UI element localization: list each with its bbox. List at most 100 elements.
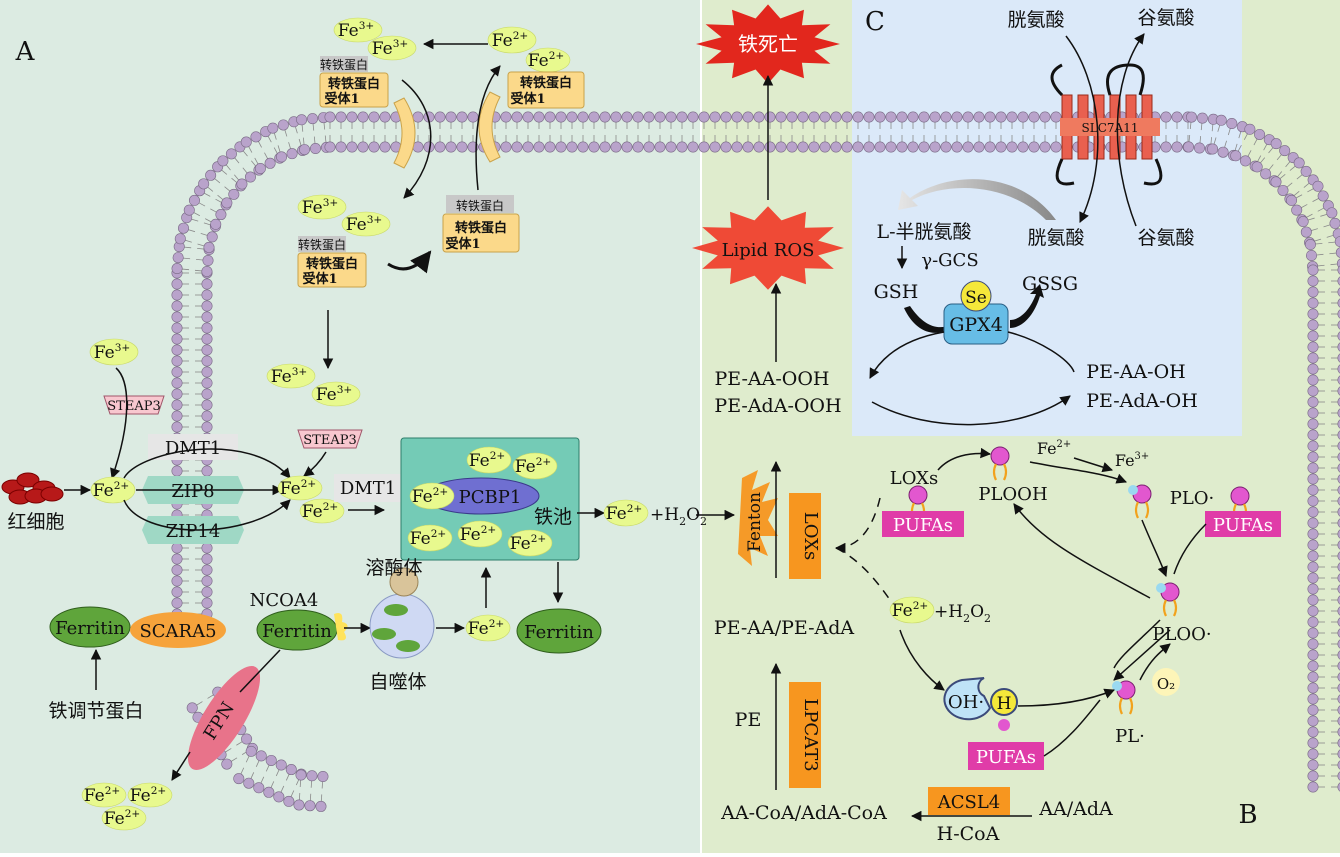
glutamate-label-bottom: 谷氨酸 bbox=[1137, 227, 1194, 249]
iron-ion: Fe2+ bbox=[277, 475, 323, 501]
label: Ferritin bbox=[55, 618, 125, 639]
gamma-gcs-label: γ-GCS bbox=[921, 250, 978, 271]
gssg-label: GSSG bbox=[1022, 273, 1078, 295]
loxs-box bbox=[789, 493, 821, 579]
ferroptosis-burst bbox=[696, 4, 840, 84]
arrow bbox=[1141, 519, 1168, 577]
h-label: H bbox=[997, 694, 1012, 714]
dmt1-box bbox=[334, 474, 402, 502]
iron-ion: Fe2+ bbox=[507, 529, 553, 557]
lipid-molecule-icon bbox=[990, 446, 1010, 481]
arrow bbox=[1007, 331, 1075, 373]
oh-label: OH· bbox=[948, 692, 984, 713]
label: 受体1 bbox=[510, 91, 545, 107]
panel-c-label: C bbox=[865, 7, 885, 37]
iron-ion: Fe2+ bbox=[457, 520, 503, 548]
transferrin-receptor-box bbox=[319, 72, 389, 108]
steap3-label: STEAP3 bbox=[107, 399, 160, 414]
gssg-arrow bbox=[1010, 284, 1044, 328]
steap3-shape bbox=[103, 395, 165, 415]
glutamate-label-top: 谷氨酸 bbox=[1137, 7, 1194, 29]
ploo-label: PLOO· bbox=[1152, 624, 1211, 645]
arrow bbox=[239, 649, 281, 693]
acsl4-box bbox=[928, 787, 1010, 815]
ferritin-label: Ferritin bbox=[524, 622, 594, 643]
panel-a-background bbox=[0, 0, 700, 853]
ferritin-shape bbox=[516, 608, 602, 654]
arrow bbox=[937, 447, 992, 471]
fenton-label: Fenton bbox=[745, 492, 765, 552]
tfr1-label-line1: 转铁蛋白 bbox=[328, 76, 380, 92]
o2-circle bbox=[1152, 668, 1180, 696]
acsl4-label: ACSL4 bbox=[937, 792, 1001, 813]
arrow bbox=[1043, 699, 1101, 757]
lipid-molecule-icon bbox=[1112, 680, 1136, 715]
arrow bbox=[1013, 503, 1151, 599]
red-blood-cell-icon bbox=[40, 486, 64, 502]
slc7a11-loops bbox=[1050, 63, 1145, 97]
arrow bbox=[899, 629, 945, 691]
iron-pool-label: 铁池 bbox=[534, 506, 572, 528]
arrow bbox=[1116, 33, 1145, 227]
iron-ion: Fe2+ bbox=[127, 782, 173, 808]
dmt1-label: DMT1 bbox=[165, 438, 221, 459]
plo-label: PLO· bbox=[1170, 488, 1215, 509]
lpcat3-label: LPCAT3 bbox=[800, 698, 821, 771]
ncoa4-label: NCOA4 bbox=[250, 590, 319, 611]
arrow bbox=[869, 331, 945, 379]
iron-ion: Fe2+ bbox=[487, 26, 537, 54]
iron-ion: Fe3+ bbox=[266, 363, 316, 389]
gpx4-label: GPX4 bbox=[949, 314, 1003, 336]
ferroptosis-label: 铁死亡 bbox=[738, 32, 798, 56]
transferrin-tag bbox=[320, 56, 368, 72]
arrow bbox=[1139, 643, 1171, 681]
ferritin-mini bbox=[384, 604, 408, 616]
iron-ion: Fe3+ bbox=[89, 338, 139, 366]
arrow bbox=[303, 451, 327, 477]
ferritin-shape bbox=[49, 606, 131, 648]
iron-regulatory-protein-label: 铁调节蛋白 bbox=[48, 700, 143, 722]
tfr1-label-line1: 转铁蛋白 bbox=[306, 256, 358, 272]
pl-label: PL· bbox=[1115, 726, 1145, 747]
red-blood-cell-icon bbox=[16, 472, 40, 488]
slc7a11-loops bbox=[1055, 158, 1163, 186]
iron-ion: Fe3+ bbox=[333, 17, 383, 43]
iron-ion: Fe3+ bbox=[367, 35, 417, 61]
transferrin-receptor-box bbox=[442, 213, 520, 253]
se-circle bbox=[960, 280, 992, 312]
arrow bbox=[475, 65, 501, 191]
arrow bbox=[1073, 457, 1114, 473]
cystine-label-top: 胱氨酸 bbox=[1007, 9, 1064, 31]
gsh-label: GSH bbox=[874, 281, 919, 303]
ferritin-mini bbox=[372, 628, 396, 640]
fpn-shape bbox=[187, 666, 261, 770]
arrow bbox=[401, 79, 432, 199]
iron-ion: Fe2+ bbox=[409, 482, 455, 510]
iron-ion: Fe3+ bbox=[297, 194, 347, 220]
steap3-label: STEAP3 bbox=[303, 433, 356, 448]
loxs-text: LOXs bbox=[890, 468, 938, 489]
dmt1-label: DMT1 bbox=[340, 478, 396, 499]
arrow bbox=[1017, 688, 1115, 707]
ncoa4-shape bbox=[334, 613, 348, 641]
arrow bbox=[1173, 523, 1207, 575]
slc7a11-band bbox=[1060, 118, 1160, 136]
lipid-ros-label: Lipid ROS bbox=[722, 240, 815, 261]
h-atom bbox=[990, 688, 1018, 716]
autophagosome-label: 自噬体 bbox=[369, 671, 426, 693]
pufas-box bbox=[1205, 511, 1281, 537]
lipid-molecule-icon bbox=[1128, 484, 1152, 519]
dashed-arrow bbox=[834, 497, 881, 554]
iron-ion: Fe2+ bbox=[525, 47, 571, 73]
pe-ada-oh-label: PE-AdA-OH bbox=[1086, 390, 1198, 412]
panel-a-label: A bbox=[15, 37, 36, 67]
fe2-h2o2: Fe2+ bbox=[603, 499, 649, 527]
panel-b-label: B bbox=[1238, 800, 1257, 830]
pufas-label: PUFAs bbox=[893, 515, 953, 536]
iron-ion: Fe2+ bbox=[101, 805, 147, 831]
tfr1-label-line2: 受体1 bbox=[302, 271, 337, 287]
scara5-label: SCARA5 bbox=[139, 621, 216, 642]
cystine-label-bottom: 胱氨酸 bbox=[1027, 227, 1084, 249]
